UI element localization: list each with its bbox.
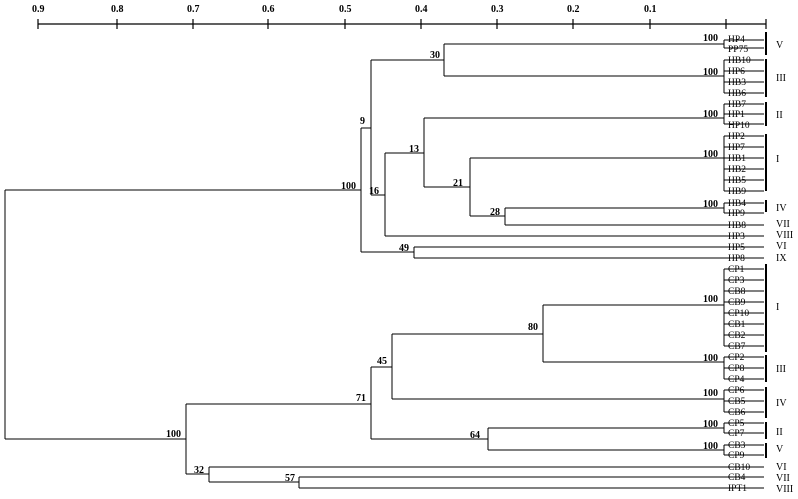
leaf-label: HB2 [728, 165, 746, 175]
leaf-label: HP2 [728, 132, 745, 142]
leaf-label: CP3 [728, 276, 745, 286]
leaf-label: CB7 [728, 342, 746, 352]
leaf-label: CP6 [728, 386, 745, 396]
group-label: VII [776, 473, 790, 484]
leaf-label: IPT1 [728, 484, 747, 494]
leaf-label: CP10 [728, 309, 749, 319]
group-label: VI [776, 462, 787, 473]
bootstrap-value: 32 [194, 465, 204, 476]
bootstrap-value: 100 [341, 181, 356, 192]
bootstrap-value: 16 [369, 186, 379, 197]
leaf-label: HB5 [728, 176, 746, 186]
bootstrap-value: 100 [703, 67, 718, 78]
bootstrap-value: 49 [399, 243, 409, 254]
leaf-label: HB9 [728, 187, 746, 197]
group-label: I [776, 154, 779, 165]
leaf-label: CB6 [728, 408, 746, 418]
leaf-label: CB1 [728, 320, 746, 330]
leaf-label: HB4 [728, 199, 746, 209]
axis-tick-label: 0.1 [644, 4, 657, 15]
bootstrap-value: 57 [285, 473, 295, 484]
leaf-label: HB1 [728, 154, 746, 164]
leaf-label: HB10 [728, 56, 751, 66]
group-label: IX [776, 253, 787, 264]
leaf-label: CB8 [728, 287, 746, 297]
bootstrap-value: 100 [703, 388, 718, 399]
leaf-label: HP10 [728, 121, 750, 131]
leaf-label: CB4 [728, 473, 746, 483]
leaf-label: CP8 [728, 364, 745, 374]
group-label: V [776, 40, 784, 51]
leaf-label: HB6 [728, 89, 746, 99]
leaf-label: CB3 [728, 441, 746, 451]
group-label: III [776, 364, 786, 375]
axis-tick-label: 0.8 [111, 4, 124, 15]
group-labels: V III II I IV VII VIII VI IX I III IV II… [776, 40, 793, 495]
group-label: V [776, 444, 784, 455]
bootstrap-value: 64 [470, 430, 480, 441]
bootstrap-value: 28 [490, 207, 500, 218]
axis-tick-label: 0.7 [187, 4, 200, 15]
leaf-label: HP4 [728, 35, 745, 45]
bootstrap-value: 100 [703, 441, 718, 452]
bootstrap-values: 100 30 100 100 9 13 100 21 100 28 16 49 … [166, 33, 718, 484]
axis-tick-label: 0.9 [32, 4, 45, 15]
leaf-label: PP75 [728, 45, 748, 55]
leaf-label: CP2 [728, 353, 745, 363]
bootstrap-value: 100 [703, 419, 718, 430]
bootstrap-value: 100 [703, 353, 718, 364]
group-label: IV [776, 398, 787, 409]
group-label: I [776, 302, 779, 313]
group-label: III [776, 73, 786, 84]
bootstrap-value: 13 [409, 144, 419, 155]
group-label: VI [776, 241, 787, 252]
leaf-label: HP7 [728, 143, 745, 153]
leaf-label: HP5 [728, 243, 745, 253]
leaf-label: CB9 [728, 298, 746, 308]
axis-tick-label: 0.5 [339, 4, 352, 15]
axis-tick-label: 0.2 [567, 4, 580, 15]
leaf-label: HP6 [728, 67, 745, 77]
group-label: VIII [776, 230, 793, 241]
leaf-labels: HP4 PP75 HB10 HP6 HB3 HB6 HB7 HP1 HP10 H… [728, 35, 751, 494]
leaf-label: CP1 [728, 265, 745, 275]
leaf-label: HP3 [728, 232, 745, 242]
leaf-label: HP1 [728, 110, 745, 120]
bootstrap-value: 100 [703, 199, 718, 210]
leaf-label: HP9 [728, 209, 745, 219]
bootstrap-value: 71 [356, 393, 366, 404]
leaf-label: CP4 [728, 375, 745, 385]
bootstrap-value: 100 [166, 429, 181, 440]
bootstrap-value: 80 [528, 322, 538, 333]
axis-tick-label: 0.3 [491, 4, 504, 15]
tree-branches [4, 39, 764, 489]
leaf-label: CP9 [728, 451, 745, 461]
leaf-label: CB2 [728, 331, 746, 341]
leaf-label: CB5 [728, 397, 746, 407]
group-label: IV [776, 203, 787, 214]
leaf-label: CP7 [728, 429, 745, 439]
group-label: II [776, 427, 783, 438]
leaf-label: HP8 [728, 254, 745, 264]
distance-axis: 0.9 0.8 0.7 0.6 0.5 0.4 0.3 0.2 0.1 [32, 4, 767, 29]
axis-tick-label: 0.6 [262, 4, 275, 15]
bootstrap-value: 100 [703, 294, 718, 305]
bootstrap-value: 100 [703, 149, 718, 160]
bootstrap-value: 100 [703, 109, 718, 120]
axis-tick-label: 0.4 [415, 4, 428, 15]
leaf-label: CB10 [728, 463, 750, 473]
group-label: II [776, 110, 783, 121]
group-label: VIII [776, 484, 793, 495]
leaf-label: HB7 [728, 100, 746, 110]
bootstrap-value: 100 [703, 33, 718, 44]
leaf-label: HB8 [728, 221, 746, 231]
group-label: VII [776, 219, 790, 230]
bootstrap-value: 21 [453, 178, 463, 189]
bootstrap-value: 30 [430, 50, 440, 61]
bootstrap-value: 9 [360, 116, 365, 127]
leaf-label: CP5 [728, 419, 745, 429]
leaf-label: HB3 [728, 78, 746, 88]
bootstrap-value: 45 [377, 356, 387, 367]
